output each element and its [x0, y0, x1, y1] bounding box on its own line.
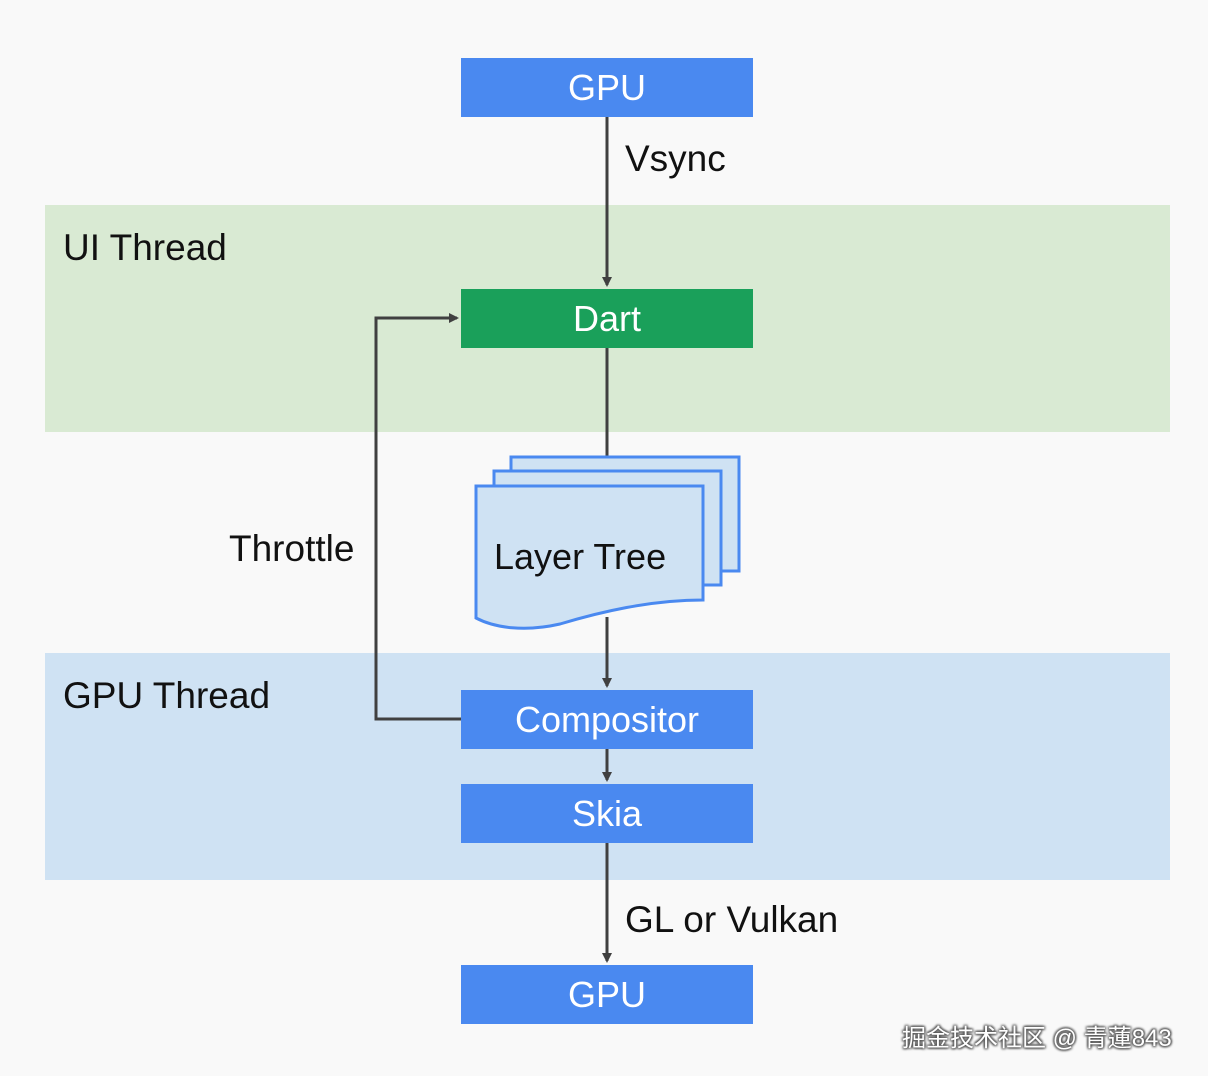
throttle-label: Throttle: [229, 528, 355, 569]
layer-tree-label: Layer Tree: [494, 536, 667, 577]
gpu-bottom-box: GPU: [461, 965, 753, 1024]
gpu-bottom-label: GPU: [567, 973, 646, 1015]
skia-label: Skia: [571, 792, 643, 834]
watermark: 掘金技术社区 @ 青蓮843: [902, 1025, 1172, 1052]
compositor-label: Compositor: [514, 698, 700, 740]
layer-tree-page-front: [474, 484, 705, 630]
layer-tree-document-stack: [474, 455, 741, 630]
gpu-thread-title: GPU Thread: [63, 675, 271, 716]
dart-box: Dart: [461, 289, 753, 348]
gpu-top-box: GPU: [461, 58, 753, 117]
vsync-label: Vsync: [625, 138, 726, 179]
skia-box: Skia: [461, 784, 753, 843]
throttle-arrow: [374, 313, 461, 721]
dart-label: Dart: [572, 297, 641, 339]
compositor-box: Compositor: [461, 690, 753, 749]
ui-thread-title: UI Thread: [63, 227, 227, 268]
gpu-top-label: GPU: [567, 66, 646, 108]
gl-or-vulkan-label: GL or Vulkan: [625, 899, 839, 940]
